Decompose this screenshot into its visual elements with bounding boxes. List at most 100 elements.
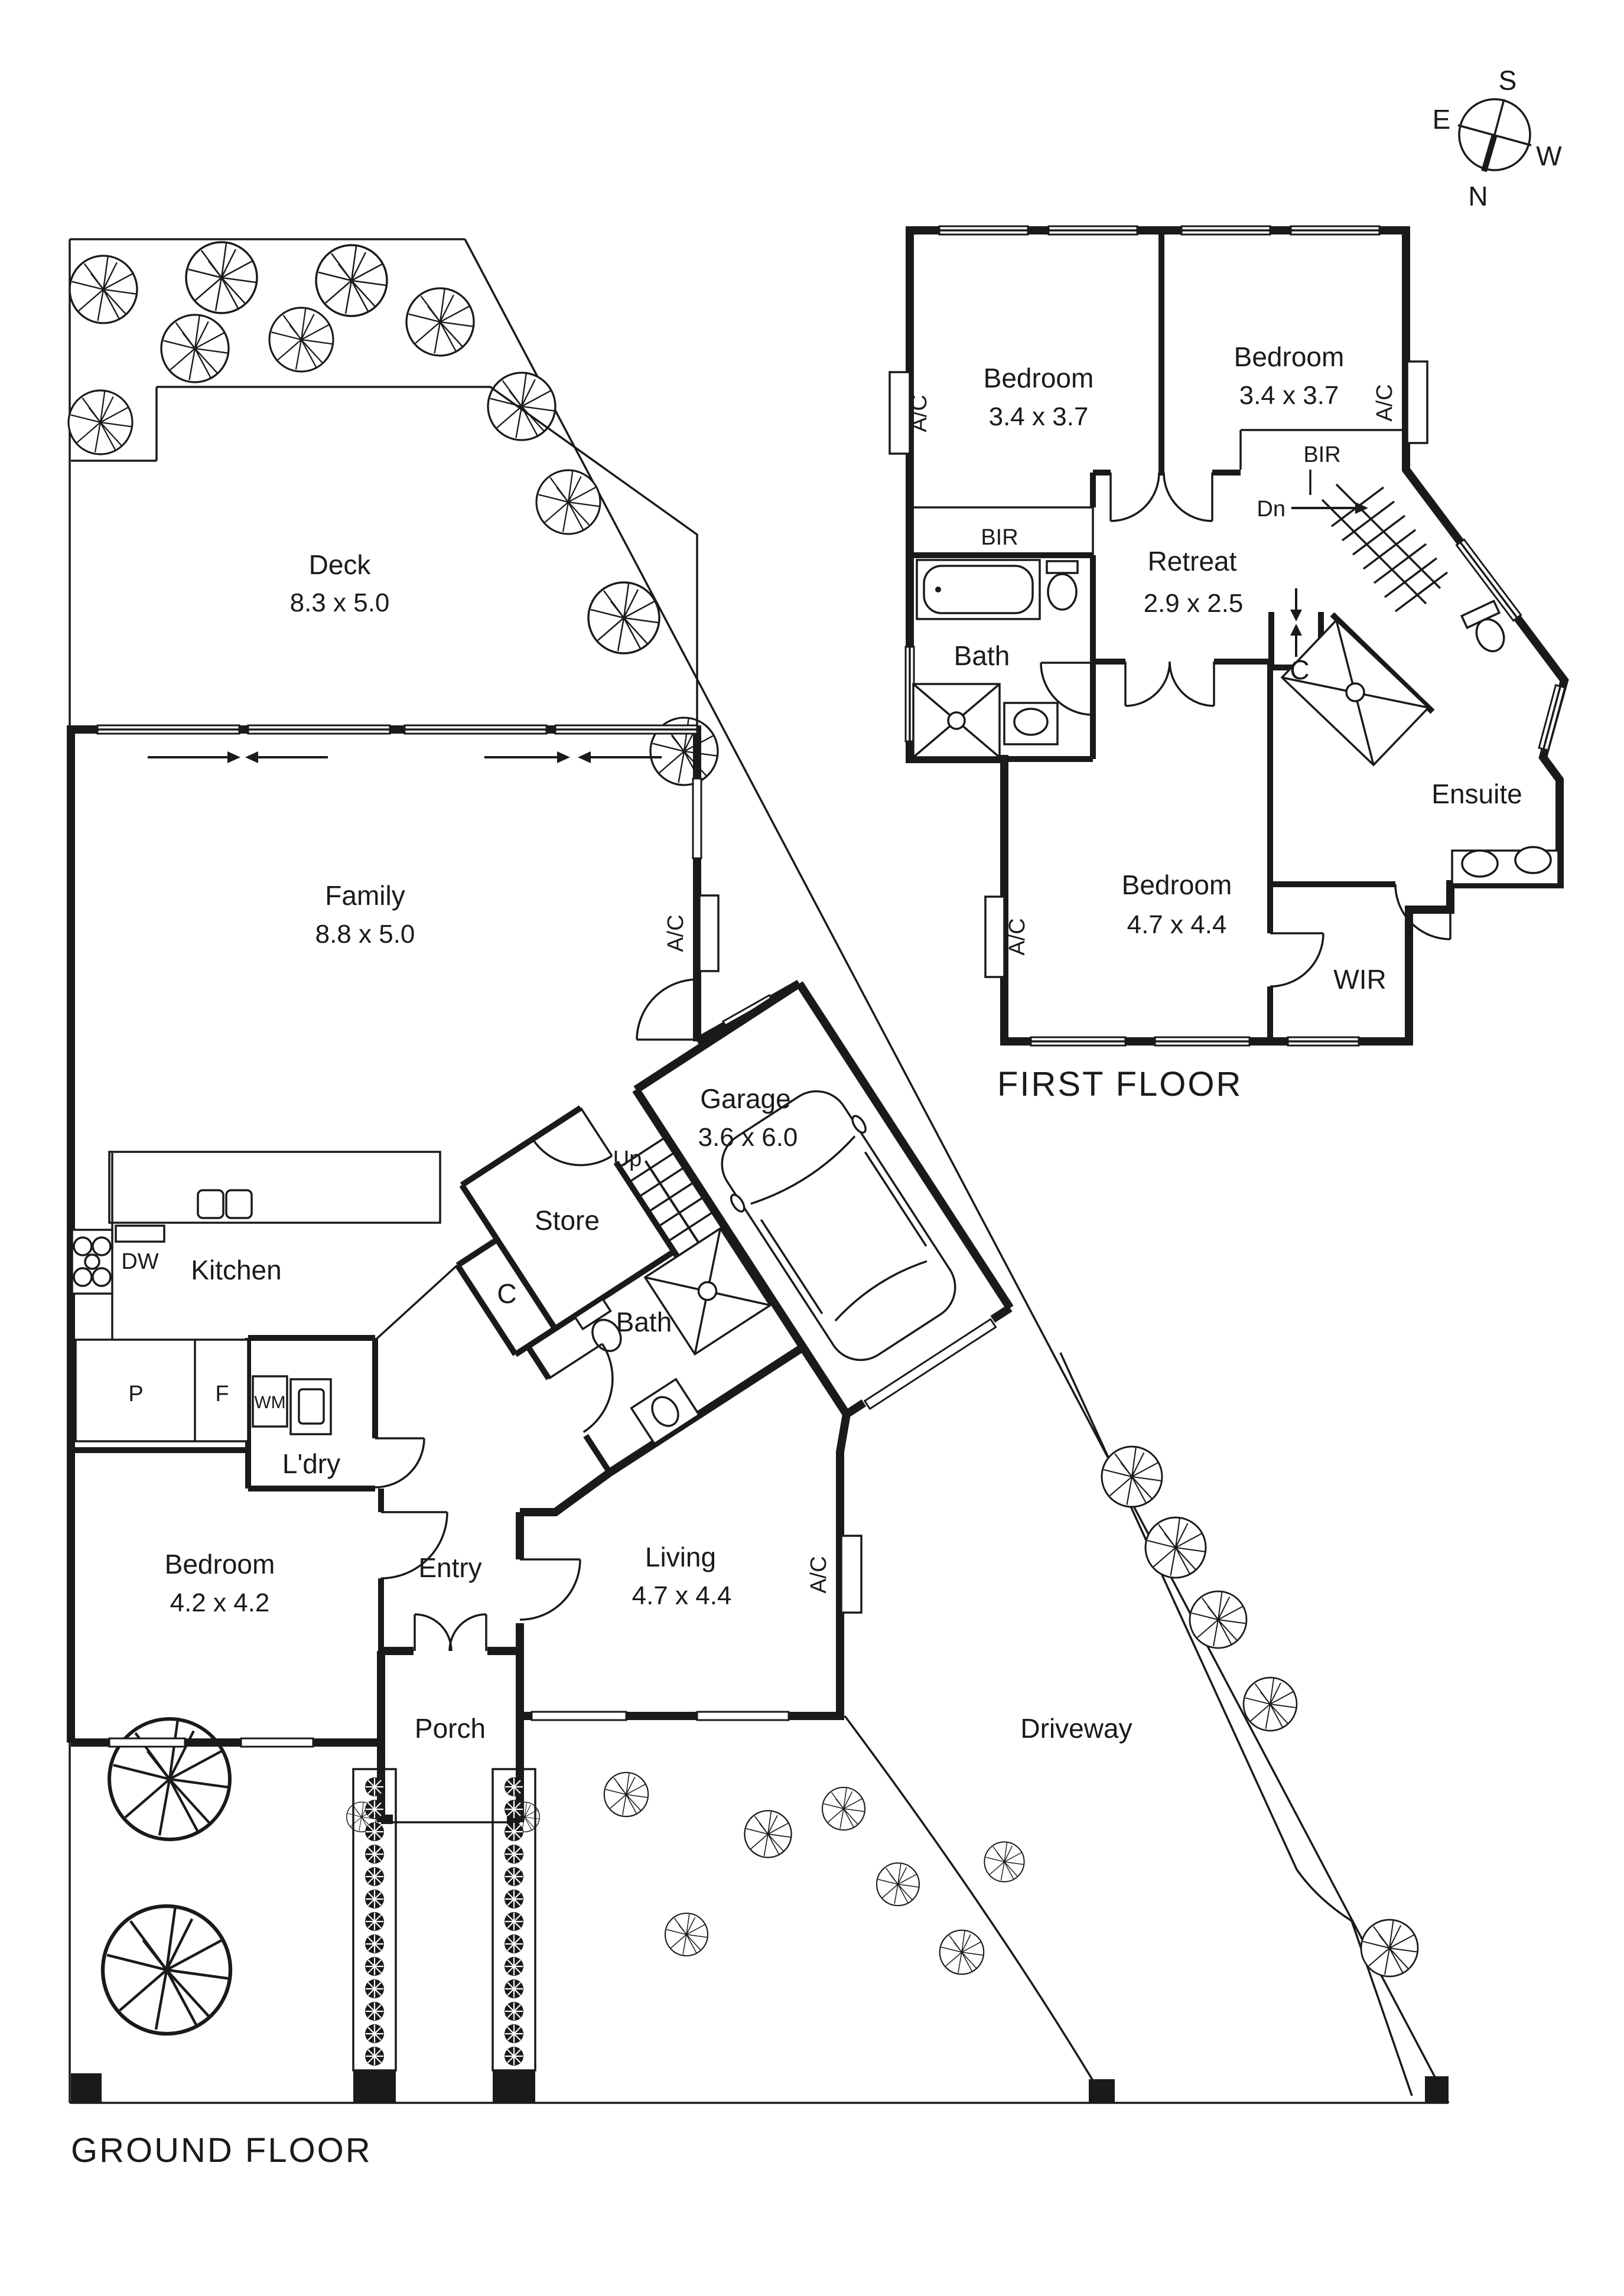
garage-door (863, 1318, 997, 1411)
tree-icon (744, 1810, 792, 1858)
dishwasher-label: DW (121, 1249, 158, 1274)
tree-icon (487, 372, 556, 441)
compass-w: W (1536, 141, 1562, 171)
trough-bowl (298, 1388, 325, 1425)
tree-icon (984, 1841, 1025, 1883)
bath-f-label: Bath (954, 640, 1010, 671)
cupboard-arrows (1290, 588, 1302, 657)
wm-label: WM (254, 1393, 285, 1412)
pantry-fridge-cabinet (74, 1338, 249, 1442)
tree-icon (69, 255, 138, 324)
bath-door (548, 1343, 614, 1433)
garage-dims: 3.6 x 6.0 (698, 1123, 798, 1152)
ac-family-label: A/C (663, 914, 688, 952)
pantry-label: P (128, 1382, 143, 1406)
tree-icon (103, 1906, 230, 2034)
ac-unit-family (698, 894, 720, 972)
deck-dims: 8.3 x 5.0 (290, 588, 390, 617)
living-dims: 4.7 x 4.4 (632, 1581, 732, 1610)
dn-label: Dn (1257, 497, 1285, 522)
ac-left-label: A/C (907, 395, 932, 432)
tree-icon (268, 307, 334, 373)
bir-left-label: BIR (981, 525, 1018, 550)
cupboard-g-label: C (497, 1278, 516, 1309)
cupboard-f-label: C (1290, 654, 1309, 685)
family-sliding-doors (96, 724, 698, 763)
car (721, 1090, 956, 1362)
fence-post (1089, 2079, 1115, 2103)
sink-bowl (225, 1189, 253, 1219)
vanity-basin (1514, 846, 1552, 874)
bedroom-left-dims: 3.4 x 3.7 (989, 402, 1089, 431)
toilet-cistern (573, 1297, 612, 1331)
store-label: Store (535, 1205, 600, 1236)
tree-icon (1360, 1919, 1419, 1978)
wir-label: WIR (1333, 964, 1386, 995)
wall-hall (376, 1264, 458, 1340)
retreat-label: Retreat (1148, 546, 1237, 577)
tree-icon (315, 244, 388, 317)
bir-right-label: BIR (1303, 442, 1340, 467)
compass-n: N (1468, 181, 1488, 211)
tree-icon (405, 287, 475, 357)
porch-post (381, 1815, 393, 1824)
tree-icon (185, 241, 258, 314)
sink-bowl (197, 1189, 224, 1219)
ac-unit-living (840, 1535, 863, 1614)
deck-label: Deck (309, 549, 372, 580)
laundry-fixtures (74, 1338, 425, 1489)
tree-icon (109, 1719, 230, 1839)
bathtub-inner (923, 565, 1034, 614)
compass-s: S (1499, 65, 1517, 96)
dishwasher-box (115, 1224, 165, 1243)
entry-doors (414, 1613, 487, 1652)
bath-g-label: Bath (616, 1307, 672, 1337)
compass-icon: S E W N (1433, 65, 1563, 211)
washing-machine-box (252, 1375, 288, 1428)
tree-icon (160, 314, 230, 383)
bedroom-window (108, 1737, 186, 1748)
bedroom-g-dims: 4.2 x 4.2 (170, 1588, 270, 1617)
retreat-dims: 2.9 x 2.5 (1144, 589, 1244, 618)
tree-icon (1189, 1590, 1248, 1649)
ground-floor-title: GROUND FLOOR (71, 2131, 372, 2170)
bedroom-main-label: Bedroom (1122, 869, 1232, 900)
entry-label: Entry (418, 1552, 481, 1583)
first-floor-plan: Bedroom 3.4 x 3.7 Bedroom 3.4 x 3.7 BIR … (889, 225, 1569, 1103)
bath-first-fixtures (912, 559, 1079, 758)
tree-icon (1101, 1445, 1163, 1508)
ac-unit-bedroom-main (984, 895, 1005, 978)
tree-icon (664, 1912, 709, 1957)
tree-icon (821, 1786, 866, 1831)
laundry-door (375, 1437, 425, 1489)
tree-icon (603, 1771, 649, 1818)
tree-icon (535, 469, 601, 535)
bedroom-door (380, 1511, 448, 1579)
toilet-bowl (591, 1318, 622, 1352)
fence-post (71, 2073, 102, 2103)
deck-outline (71, 386, 698, 729)
vanity-basin (1461, 849, 1499, 878)
toilet-bowl (1475, 618, 1505, 653)
first-floor-title: FIRST FLOOR (997, 1065, 1242, 1103)
compass-e: E (1433, 104, 1451, 135)
tree-icon (587, 581, 660, 654)
up-label: Up (613, 1147, 642, 1171)
store-door (532, 1107, 613, 1167)
garage-walls (632, 980, 1014, 1418)
basin (651, 1396, 679, 1427)
ac-unit-bedroom-right (1406, 360, 1428, 444)
ac-unit-bedroom-left (889, 371, 911, 455)
bedroom-right-dims: 3.4 x 3.7 (1239, 381, 1339, 410)
family-window (692, 777, 702, 859)
living-label: Living (645, 1542, 716, 1572)
family-label: Family (325, 880, 405, 911)
tree-icon (67, 389, 134, 455)
bir-right (1239, 429, 1406, 470)
driveway-label: Driveway (1020, 1713, 1132, 1744)
living-door (519, 1558, 581, 1621)
wall-living (516, 1344, 851, 1720)
stairs-down (1291, 483, 1449, 613)
